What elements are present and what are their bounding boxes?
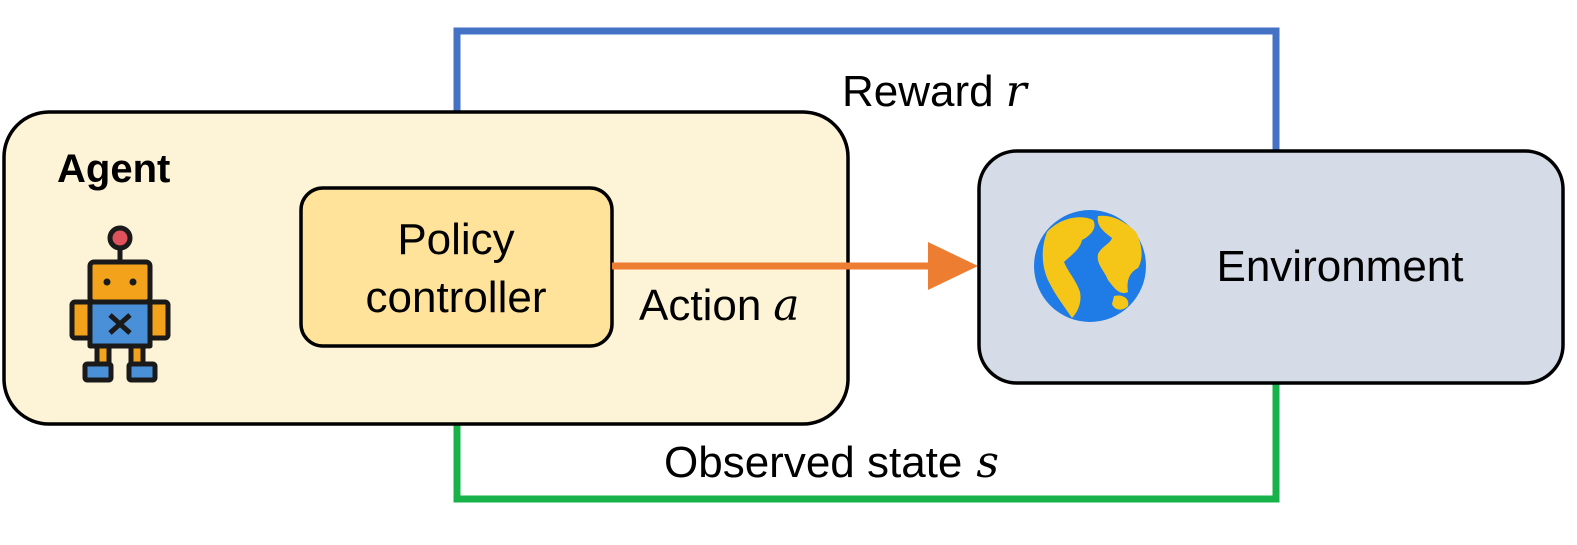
reward-label-text: Reward [842, 67, 994, 116]
agent-title: Agent [57, 147, 170, 191]
agent-box: Agent Policy controller [2, 110, 850, 426]
globe-icon [1034, 210, 1146, 322]
robot-icon [69, 225, 171, 383]
environment-container [977, 149, 1565, 385]
observation-label-text: Observed state [664, 438, 962, 487]
observation-symbol: s [976, 437, 999, 488]
action-label-text: Action [639, 281, 761, 330]
policy-controller-box [299, 186, 614, 348]
reward-symbol: r [1006, 66, 1030, 117]
reward-arrow-line [453, 27, 1280, 152]
action-symbol: a [773, 280, 799, 331]
environment-box: Environment [977, 149, 1565, 385]
policy-controller-label-line2: controller [366, 273, 547, 322]
observation-arrow-line [453, 382, 1280, 503]
action-arrow [612, 242, 978, 290]
environment-label: Environment [1216, 242, 1463, 291]
policy-controller-label-line1: Policy [397, 215, 514, 264]
observation-label: Observed state s [664, 437, 999, 488]
action-arrowhead [928, 242, 978, 290]
